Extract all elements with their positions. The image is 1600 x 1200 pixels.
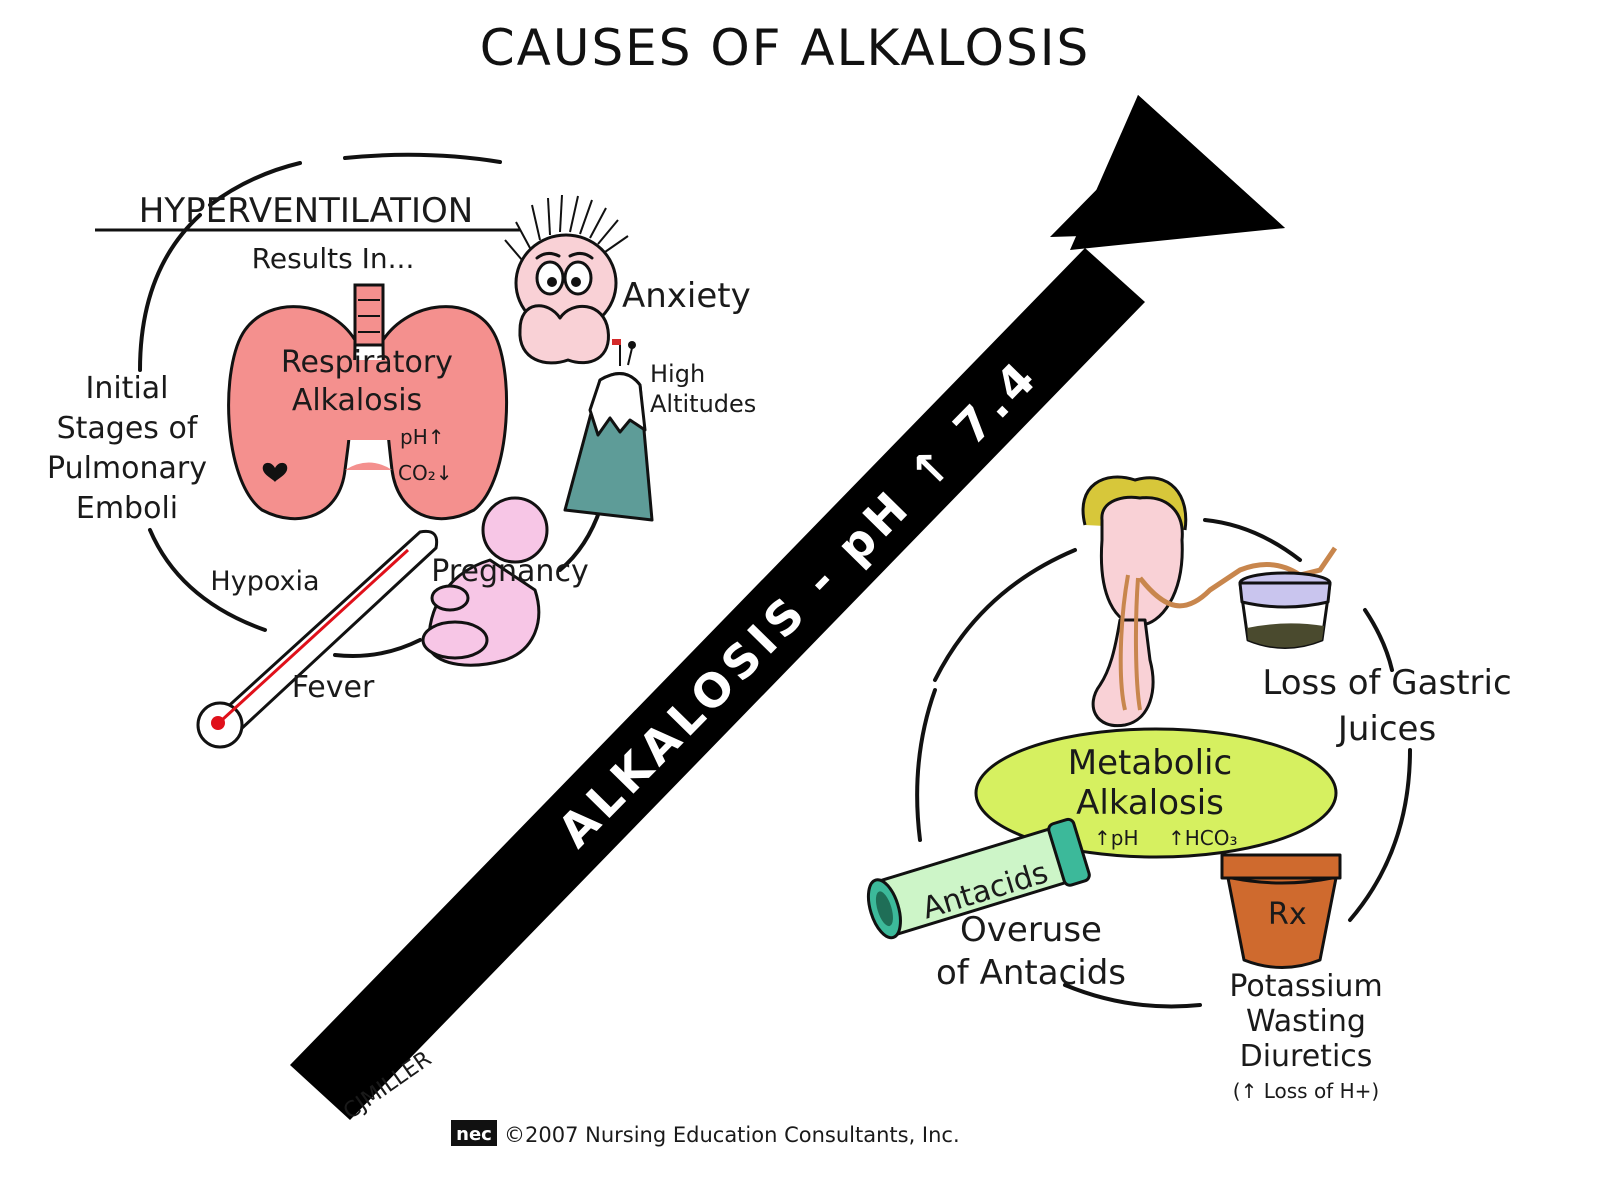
cause-gastric-line1: Loss of Gastric — [1262, 663, 1511, 703]
metabolic-cycle-arcs — [915, 518, 1412, 1009]
nec-logo-icon: nec — [451, 1120, 497, 1146]
rx-label: Rx — [1268, 897, 1307, 932]
alkalosis-arrow — [290, 95, 1285, 1120]
metabolic-label-line2: Alkalosis — [1076, 783, 1224, 823]
cause-emboli-line4: Emboli — [76, 491, 178, 526]
metabolic-ph-change: ↑pH — [1094, 826, 1139, 850]
cause-altitude-line2: Altitudes — [650, 390, 756, 418]
results-in-label: Results In... — [252, 242, 415, 275]
cause-diuretic-line1: Potassium — [1229, 969, 1382, 1004]
thermometer-icon — [196, 529, 439, 749]
cause-fever: Fever — [292, 670, 375, 705]
metabolic-label-line1: Metabolic — [1068, 743, 1232, 783]
cause-emboli-line1: Initial — [85, 371, 168, 406]
cause-pregnancy: Pregnancy — [431, 554, 588, 589]
ng-tube-patient-icon — [1081, 475, 1338, 728]
respiratory-co2-change: CO₂↓ — [398, 461, 452, 485]
mountain-icon — [563, 339, 654, 522]
cause-hypoxia: Hypoxia — [210, 566, 319, 597]
respiratory-label-line1: Respiratory — [281, 345, 453, 380]
cause-emboli-line3: Pulmonary — [47, 451, 207, 486]
respiratory-label-line2: Alkalosis — [292, 383, 422, 418]
cause-antacid-line2: of Antacids — [936, 953, 1126, 993]
cause-altitude-line1: High — [650, 360, 705, 388]
rx-bottle-icon — [1220, 853, 1342, 969]
cause-diuretic-line2: Wasting — [1246, 1004, 1366, 1039]
copyright-text: ©2007 Nursing Education Consultants, Inc… — [504, 1123, 960, 1147]
diagram-title: CAUSES OF ALKALOSIS — [480, 19, 1091, 77]
baby-icon — [421, 496, 549, 667]
respiratory-ph-change: pH↑ — [400, 425, 445, 449]
cause-anxiety: Anxiety — [622, 276, 751, 316]
cause-antacid-line1: Overuse — [960, 910, 1102, 950]
heart-icon — [262, 462, 288, 482]
cause-diuretic-line4: (↑ Loss of H+) — [1233, 1079, 1379, 1103]
lungs-icon — [227, 283, 509, 521]
nec-logo-text: nec — [456, 1124, 492, 1145]
cause-emboli-line2: Stages of — [57, 411, 199, 446]
hyperventilation-header: HYPERVENTILATION — [139, 191, 473, 231]
anxious-face-icon — [504, 194, 629, 365]
cause-diuretic-line3: Diuretics — [1240, 1039, 1373, 1074]
suction-canister-icon — [1238, 571, 1332, 649]
metabolic-hco3-change: ↑HCO₃ — [1168, 826, 1238, 850]
cause-gastric-line2: Juices — [1336, 709, 1436, 749]
antacid-tube-icon — [866, 817, 1091, 940]
